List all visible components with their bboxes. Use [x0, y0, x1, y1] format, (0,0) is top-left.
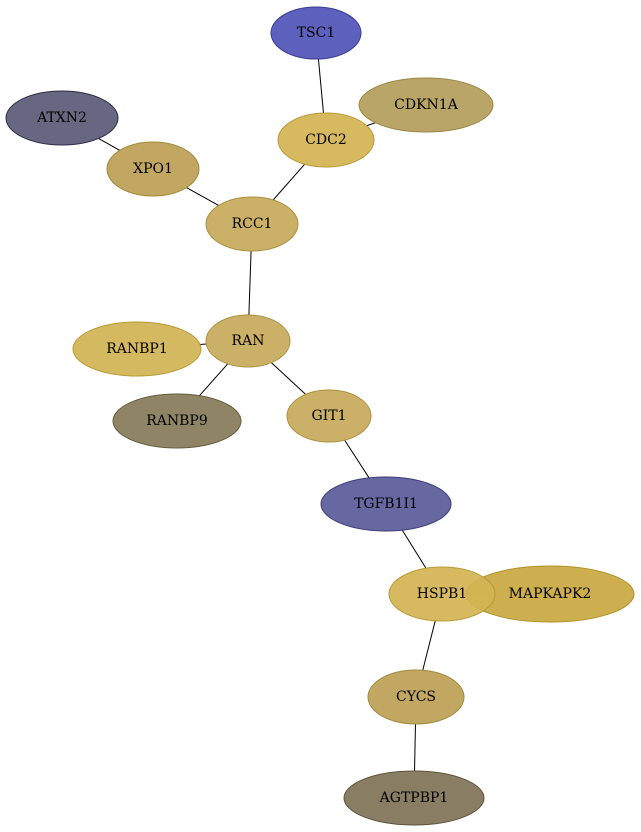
node-label: TSC1: [297, 25, 336, 41]
node-ellipse: [286, 389, 372, 443]
node-ellipse: [205, 196, 299, 252]
node-ellipse: [358, 77, 494, 133]
node-xpo1[interactable]: XPO1: [106, 141, 200, 197]
node-ellipse: [367, 669, 465, 725]
edge-cdkn1a-cdc2: [366, 122, 376, 127]
node-cdkn1a[interactable]: CDKN1A: [358, 77, 494, 133]
node-tsc1[interactable]: TSC1: [270, 6, 362, 60]
node-ellipse: [270, 6, 362, 60]
node-rcc1[interactable]: RCC1: [205, 196, 299, 252]
node-hspb1[interactable]: HSPB1: [388, 566, 496, 622]
node-label: XPO1: [133, 161, 173, 177]
node-label: CDKN1A: [394, 97, 459, 113]
node-agtpbp1[interactable]: AGTPBP1: [343, 770, 485, 826]
node-ellipse: [388, 566, 496, 622]
node-label: GIT1: [312, 408, 347, 424]
edge-tgfb1i1-hspb1: [401, 529, 427, 569]
node-label: CDC2: [305, 132, 347, 148]
node-label: CYCS: [396, 689, 436, 705]
node-label: TGFB1I1: [354, 496, 418, 512]
node-ellipse: [277, 112, 375, 168]
node-ellipse: [205, 314, 291, 368]
node-cdc2[interactable]: CDC2: [277, 112, 375, 168]
edge-hspb1-cycs: [422, 620, 436, 671]
node-ellipse: [343, 770, 485, 826]
node-mapkapk2[interactable]: MAPKAPK2: [465, 565, 635, 623]
node-label: RANBP1: [106, 341, 168, 357]
node-ellipse: [112, 393, 242, 449]
node-label: HSPB1: [417, 586, 467, 602]
node-label: RCC1: [232, 216, 273, 232]
node-ellipse: [106, 141, 200, 197]
node-git1[interactable]: GIT1: [286, 389, 372, 443]
node-ran[interactable]: RAN: [205, 314, 291, 368]
node-ranbp1[interactable]: RANBP1: [72, 321, 202, 377]
node-label: MAPKAPK2: [509, 586, 592, 602]
node-atxn2[interactable]: ATXN2: [5, 90, 119, 146]
edge-tsc1-cdc2: [317, 58, 324, 114]
node-cycs[interactable]: CYCS: [367, 669, 465, 725]
edge-git1-tgfb1i1: [344, 439, 370, 479]
edge-cycs-agtpbp1: [414, 723, 416, 772]
node-ellipse: [320, 476, 452, 532]
node-ellipse: [72, 321, 202, 377]
node-tgfb1i1[interactable]: TGFB1I1: [320, 476, 452, 532]
node-label: ATXN2: [36, 110, 87, 126]
node-ellipse: [5, 90, 119, 146]
edge-ran-ranbp9: [199, 363, 229, 397]
node-label: RAN: [232, 333, 265, 349]
edge-ran-git1: [271, 362, 306, 395]
node-label: AGTPBP1: [379, 790, 449, 806]
node-label: RANBP9: [146, 413, 208, 429]
edge-xpo1-rcc1: [186, 187, 219, 206]
node-ranbp9[interactable]: RANBP9: [112, 393, 242, 449]
edge-cdc2-rcc1: [272, 163, 306, 201]
edge-atxn2-xpo1: [98, 138, 120, 151]
edge-rcc1-ran: [248, 250, 252, 316]
